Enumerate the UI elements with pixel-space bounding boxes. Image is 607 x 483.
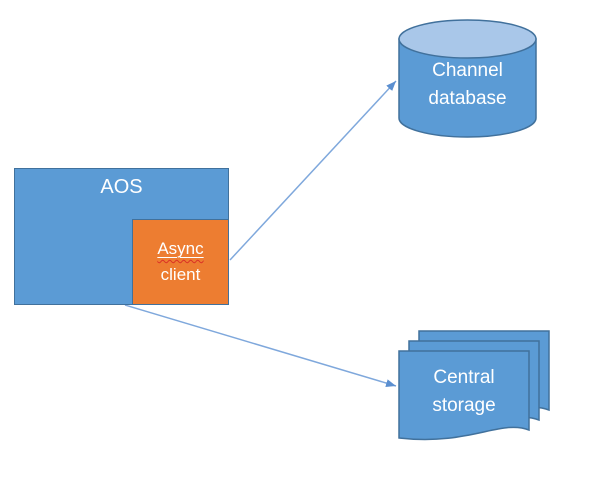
multi-document-icon: [398, 330, 550, 441]
arrow-async-client-to-channel-database: [229, 80, 397, 261]
central-storage-label: Central storage: [399, 364, 529, 420]
spellcheck-squiggle: Async: [157, 239, 203, 258]
cylinder-top: [398, 19, 537, 59]
node-async-client: Async client: [132, 219, 229, 305]
central-storage-label-line2: storage: [432, 395, 496, 416]
database-cylinder-icon: [398, 19, 537, 138]
channel-database-label: Channel database: [399, 57, 536, 113]
async-client-label-line1-wrap: Async: [157, 236, 203, 262]
aos-label: AOS: [100, 176, 143, 198]
cylinder-body: [398, 38, 537, 138]
arrow-aos-to-central-storage: [124, 304, 397, 387]
async-client-label-line2: client: [160, 265, 201, 284]
async-client-label-line1: Async: [157, 239, 204, 258]
channel-database-label-line1: Channel: [432, 60, 503, 81]
central-storage-label-line1: Central: [433, 367, 495, 388]
document-sheet-front: [398, 350, 530, 441]
channel-database-label-line2: database: [428, 88, 507, 109]
